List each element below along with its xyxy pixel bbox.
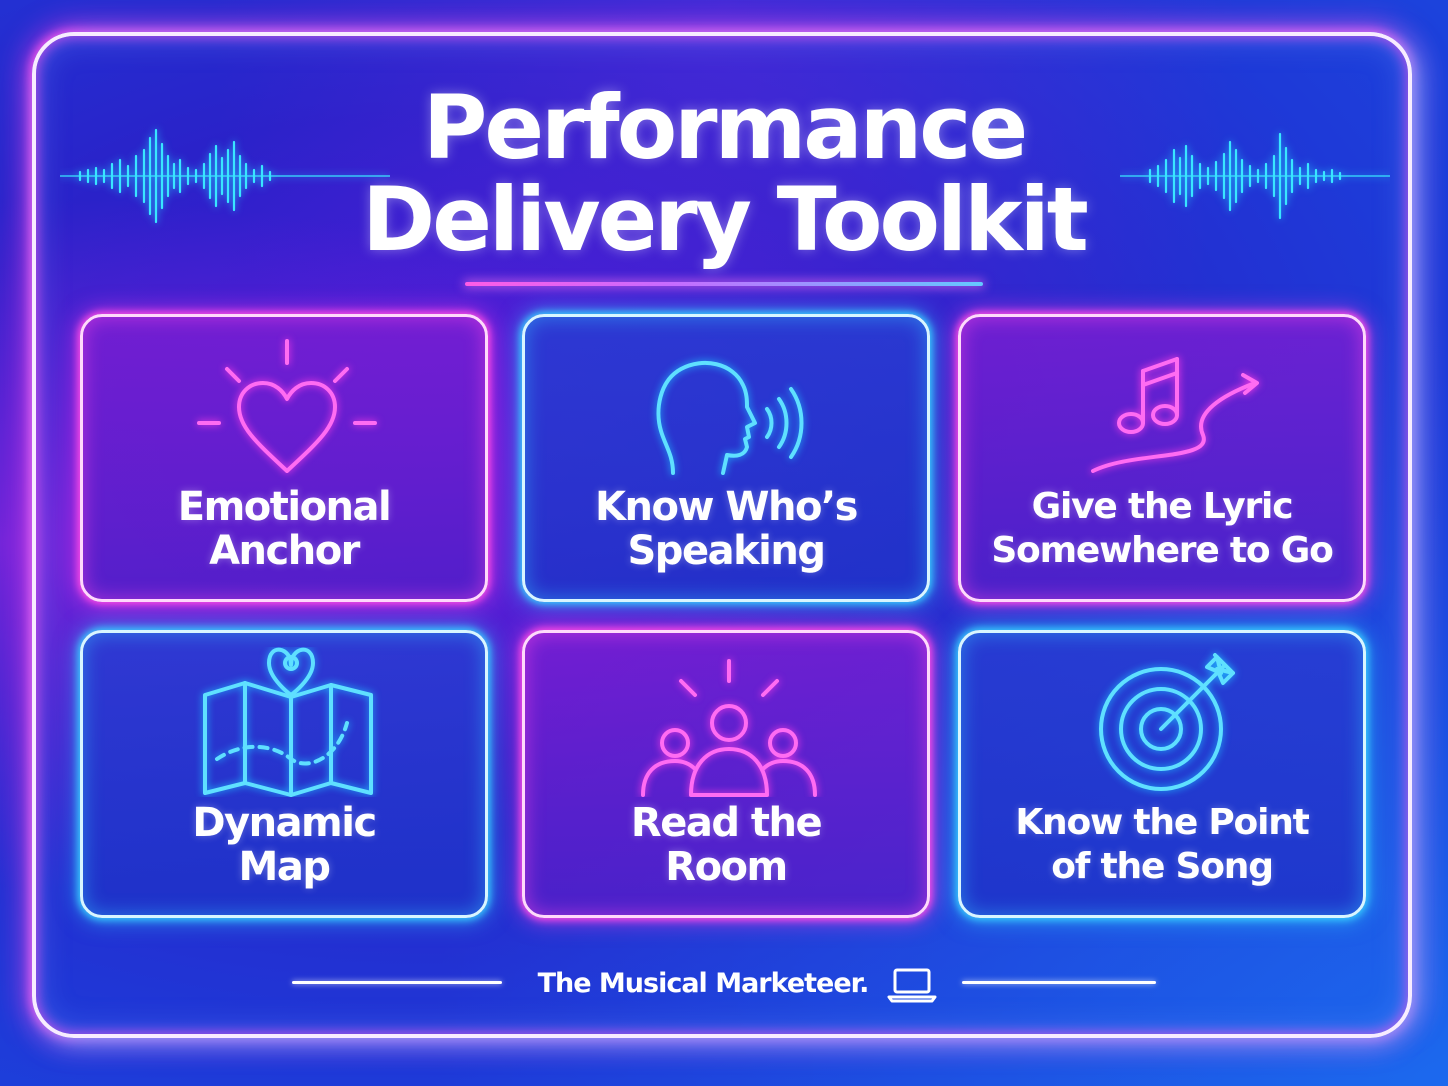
sound-wave-right-icon (1120, 132, 1390, 220)
card-label-line-2: of the Song (1051, 846, 1274, 887)
card-emotional-anchor: Emotional Anchor (80, 314, 488, 602)
card-read-the-room: Read the Room (522, 630, 930, 918)
heart-icon (197, 339, 377, 473)
card-label-line-1: Emotional (177, 484, 392, 530)
card-know-whos-speaking: Know Who’s Speaking (522, 314, 930, 602)
card-dynamic-map: Dynamic Map (80, 630, 488, 918)
card-give-the-lyric-somewhere-to-go: Give the Lyric Somewhere to Go (958, 314, 1366, 602)
card-label-line-2: Room (665, 844, 788, 890)
card-label: Know Who’s Speaking (525, 485, 927, 573)
card-label: Read the Room (525, 801, 927, 889)
footer-divider-left (292, 981, 502, 984)
card-label-line-1: Read the (630, 800, 823, 846)
card-label: Know the Point of the Song (961, 801, 1363, 889)
card-label: Dynamic Map (83, 801, 485, 889)
card-label-line-1: Know Who’s (595, 484, 858, 530)
card-label-line-1: Dynamic (192, 800, 377, 846)
title-line-1: Performance (422, 76, 1028, 179)
title-line-2: Delivery Toolkit (362, 168, 1089, 271)
footer-divider-right (962, 981, 1156, 984)
card-label: Emotional Anchor (83, 485, 485, 573)
target-icon (1099, 653, 1235, 791)
card-know-the-point-of-the-song: Know the Point of the Song (958, 630, 1366, 918)
neon-frame (32, 32, 1412, 1038)
card-label-line-2: Map (238, 844, 331, 890)
card-label-line-2: Somewhere to Go (991, 530, 1334, 571)
card-label-line-2: Speaking (627, 528, 826, 574)
card-label-line-2: Anchor (209, 528, 360, 574)
card-label-line-1: Give the Lyric (1031, 486, 1294, 527)
footer-brand: The Musical Marketeer. (537, 968, 870, 999)
music-note-path-icon (1091, 357, 1259, 473)
audience-icon (641, 659, 817, 797)
card-label: Give the Lyric Somewhere to Go (961, 485, 1363, 573)
speaking-head-icon (656, 360, 804, 475)
card-label-line-1: Know the Point (1015, 802, 1310, 843)
title-underline (465, 282, 983, 286)
map-pin-icon (203, 647, 373, 797)
page-title: Performance Delivery Toolkit (0, 82, 1448, 266)
sound-wave-left-icon (60, 128, 390, 224)
laptop-icon (887, 968, 937, 1003)
